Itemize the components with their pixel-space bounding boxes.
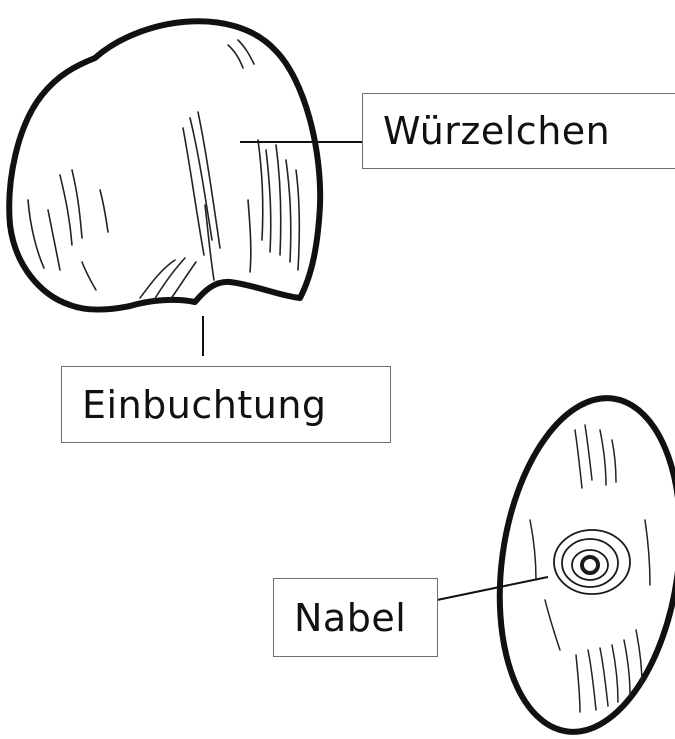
navel-label: Nabel: [294, 596, 406, 640]
root-label: Würzelchen: [383, 109, 610, 153]
navel-label-box: Nabel: [273, 578, 438, 657]
oval-seed-outline: [479, 386, 675, 739]
indentation-label-box: Einbuchtung: [61, 366, 391, 443]
root-label-box: Würzelchen: [362, 93, 675, 169]
indentation-label: Einbuchtung: [82, 383, 327, 427]
heart-seed-outline: [9, 21, 320, 309]
heart-seed-drawing: [9, 21, 320, 309]
oval-seed-drawing: [479, 386, 675, 739]
